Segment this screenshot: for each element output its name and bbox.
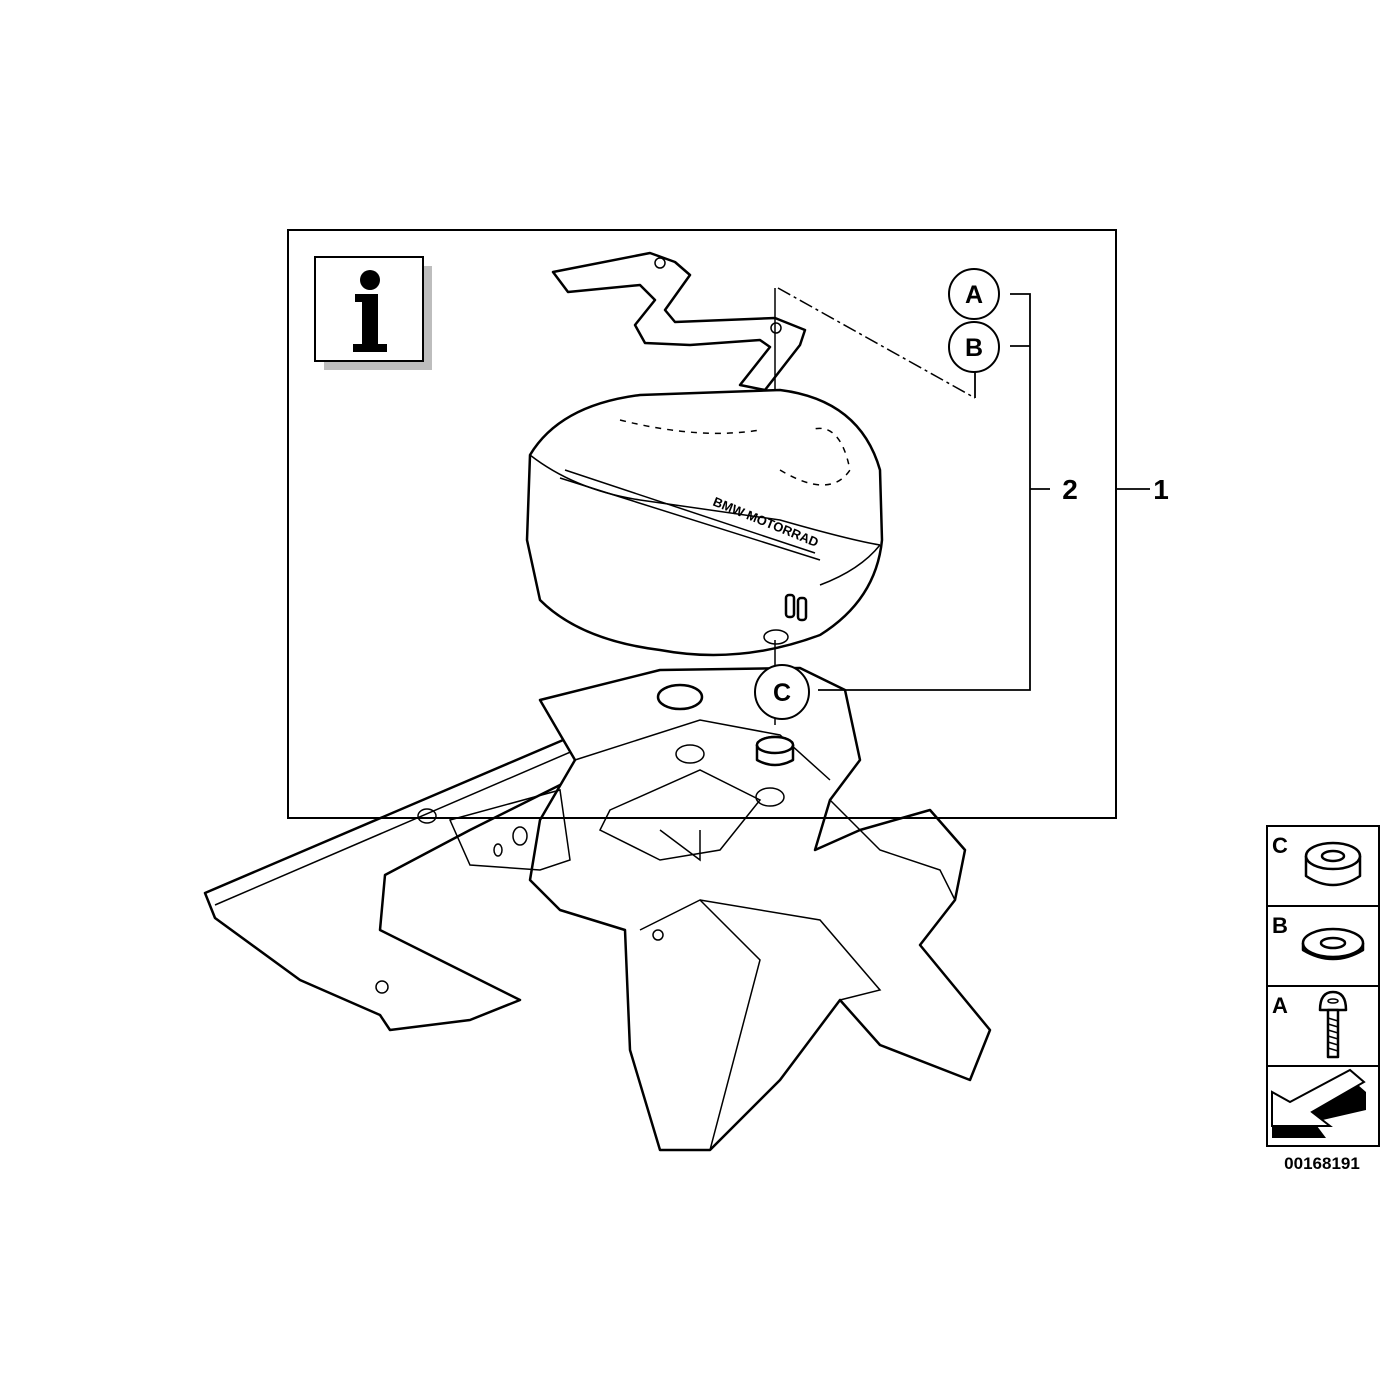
parts-legend: C B A	[1266, 825, 1380, 1147]
info-icon	[314, 256, 432, 370]
callout-c: C	[754, 664, 810, 720]
legend-b-label: B	[1272, 913, 1288, 938]
item-2-label: 2	[1062, 474, 1078, 505]
item-1-label: 1	[1153, 474, 1169, 505]
spacer-sleeve-icon	[755, 640, 795, 767]
callout-b: B	[948, 321, 1000, 373]
rear-frame-icon	[203, 666, 992, 1152]
assembly-line	[777, 287, 976, 399]
tank-bag-icon: BMW MOTORRAD	[525, 388, 884, 657]
spacer-sleeve-icon	[1304, 841, 1362, 887]
arrow-icon	[1271, 1068, 1366, 1138]
callout-c-label: C	[773, 679, 791, 707]
legend-a-label: A	[1272, 993, 1288, 1018]
washer-icon	[1301, 927, 1365, 961]
callout-a: A	[948, 268, 1000, 320]
assembly-frame	[287, 229, 1117, 819]
callout-a-label: A	[965, 281, 983, 309]
legend-c-label: C	[1272, 833, 1288, 858]
leader-item-2	[818, 293, 1031, 691]
tank-bag-mount-icon	[551, 251, 807, 392]
callout-b-label: B	[965, 334, 983, 362]
diagram-number: 00168191	[1284, 1154, 1360, 1173]
screw-icon	[1318, 990, 1348, 1059]
